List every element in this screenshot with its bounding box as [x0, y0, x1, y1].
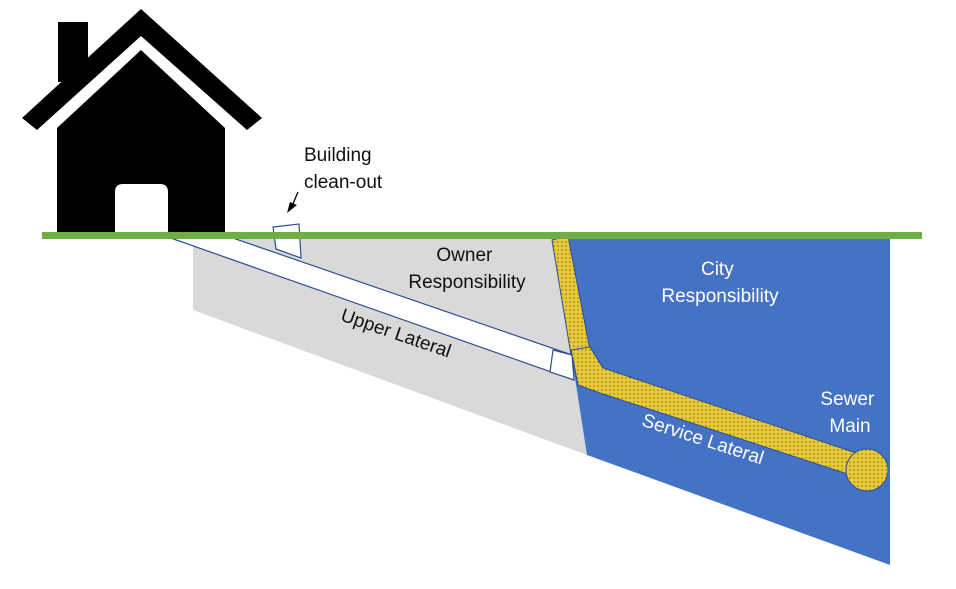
city-zone	[553, 237, 890, 565]
city-responsibility-label: City Responsibility	[661, 259, 779, 307]
elbow-seam	[570, 349, 579, 386]
building-cleanout-label: Building clean-out	[304, 145, 383, 193]
pipe-end-cap	[549, 349, 575, 381]
ground-line	[42, 232, 922, 239]
house-icon	[22, 9, 262, 232]
sewer-main-pipe	[845, 448, 889, 492]
elbow-seam-2	[589, 346, 604, 369]
arrow-pointer-icon	[287, 191, 299, 213]
sewer-main-label: Sewer Main	[820, 389, 879, 437]
owner-responsibility-label: Owner Responsibility	[408, 245, 526, 293]
owner-zone	[193, 237, 587, 455]
